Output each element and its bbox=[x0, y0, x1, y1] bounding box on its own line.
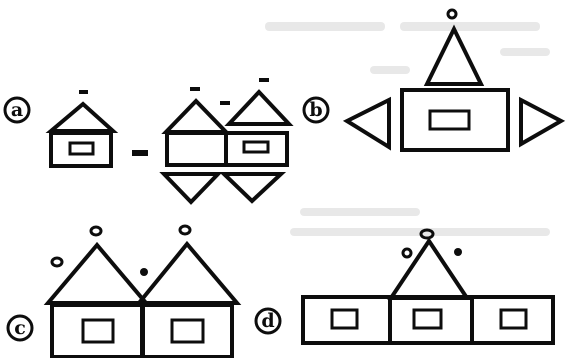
option-c-label: c bbox=[14, 317, 26, 339]
down-triangle-right bbox=[224, 174, 281, 201]
option-d[interactable]: d bbox=[256, 230, 553, 343]
roof-triangle bbox=[51, 104, 113, 131]
dot-mark bbox=[403, 249, 411, 257]
option-b-label: b bbox=[309, 99, 322, 121]
center-box bbox=[402, 90, 508, 150]
dash-mark bbox=[79, 90, 88, 94]
house-box-right bbox=[143, 305, 232, 357]
twin-house-figure bbox=[48, 226, 237, 357]
house-box bbox=[51, 133, 111, 166]
option-d-label-badge: d bbox=[256, 309, 280, 333]
three-room-house-figure bbox=[303, 230, 553, 343]
house-box-outer bbox=[303, 297, 553, 343]
window-rect bbox=[430, 111, 469, 129]
single-house-figure bbox=[51, 90, 113, 166]
window-rect bbox=[244, 142, 268, 152]
dot-mark-filled bbox=[454, 248, 462, 256]
left-triangle bbox=[347, 100, 389, 147]
top-triangle bbox=[427, 29, 481, 84]
option-a-label: a bbox=[11, 99, 23, 121]
window-rect-right bbox=[501, 310, 526, 328]
dash-mark bbox=[259, 78, 269, 82]
option-b-label-badge: b bbox=[304, 98, 328, 122]
dot-mark-filled bbox=[140, 268, 148, 276]
dash-mark bbox=[220, 101, 230, 105]
option-a[interactable]: a bbox=[5, 78, 289, 202]
house-box-right bbox=[226, 133, 287, 165]
down-triangle-left bbox=[164, 174, 218, 202]
roof-triangle-right bbox=[139, 244, 237, 303]
window-rect-right bbox=[172, 320, 203, 342]
option-d-label: d bbox=[261, 310, 274, 332]
dot-mark bbox=[52, 258, 62, 266]
dot-mark bbox=[180, 226, 190, 234]
dash-mark bbox=[190, 87, 200, 91]
option-a-label-badge: a bbox=[5, 98, 29, 122]
house-box-left bbox=[52, 305, 142, 357]
roof-triangle-left bbox=[166, 101, 226, 132]
option-c[interactable]: c bbox=[8, 226, 237, 357]
roof-triangle-right bbox=[229, 92, 289, 124]
dot-mark bbox=[448, 10, 456, 18]
window-rect bbox=[70, 143, 93, 154]
roof-triangle-left bbox=[48, 245, 146, 303]
window-rect-middle bbox=[414, 310, 441, 328]
right-triangle bbox=[521, 100, 561, 144]
window-rect-left bbox=[83, 320, 113, 342]
minus-sign bbox=[132, 150, 148, 156]
double-house-figure bbox=[164, 78, 289, 202]
house-box-left bbox=[167, 133, 226, 165]
dot-mark bbox=[91, 227, 101, 235]
window-rect-left bbox=[332, 310, 357, 328]
option-c-label-badge: c bbox=[8, 316, 32, 340]
